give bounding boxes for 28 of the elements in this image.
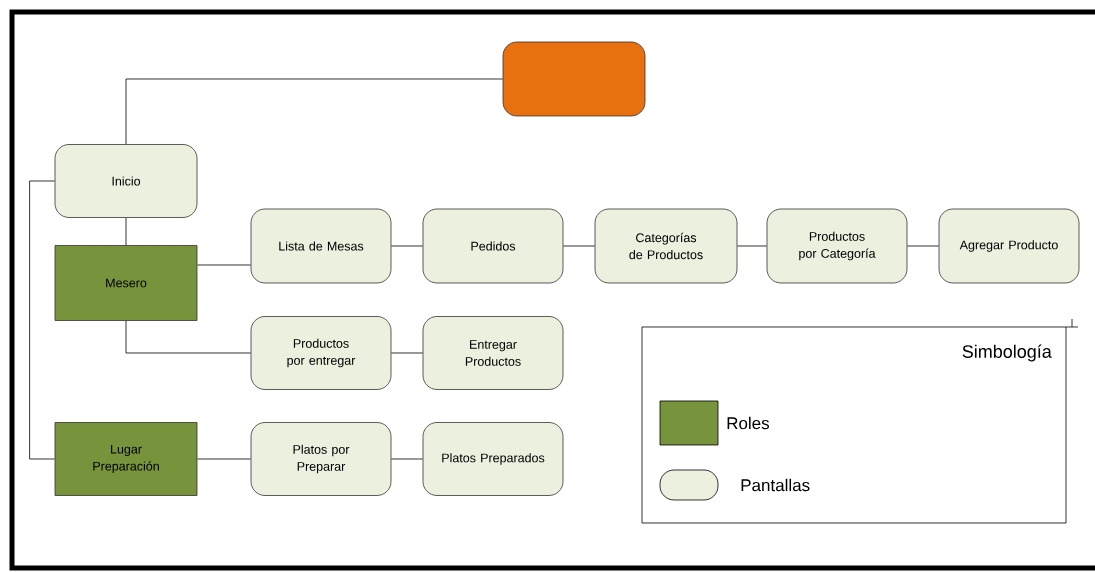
connector-line: [197, 458, 251, 460]
connector-line: [563, 245, 595, 247]
screen-box: Inicio: [54, 144, 198, 218]
connector-line: [391, 352, 423, 354]
screen-box: Lista de Mesas: [250, 208, 392, 284]
screen-box: Platos por Preparar: [250, 422, 392, 496]
connector-line: [391, 245, 423, 247]
connector-line: [737, 245, 767, 247]
role-box: Mesero: [54, 245, 198, 321]
legend-label: Roles: [727, 416, 770, 430]
connector-line: [907, 245, 939, 247]
screen-box: Agregar Producto: [938, 208, 1080, 284]
connector-line: [29, 180, 55, 460]
role-box: Lugar Preparación: [54, 422, 198, 496]
legend-label: Pantallas: [741, 478, 810, 492]
connector-line: [391, 458, 423, 460]
connector-line: [125, 78, 503, 145]
app-root-box: [502, 41, 646, 117]
connector-line: [197, 264, 251, 266]
legend-title: Simbología: [962, 344, 1052, 362]
screen-box: Entregar Productos: [422, 316, 564, 390]
screen-box: Platos Preparados: [422, 422, 564, 496]
screen-box: Productos por Categoría: [766, 208, 908, 284]
connector-line: [125, 217, 127, 246]
screen-box: Pedidos: [422, 208, 564, 284]
screen-box: Categorías de Productos: [594, 208, 738, 284]
connector-line: [125, 320, 251, 354]
screen-box: Productos por entregar: [250, 316, 392, 390]
